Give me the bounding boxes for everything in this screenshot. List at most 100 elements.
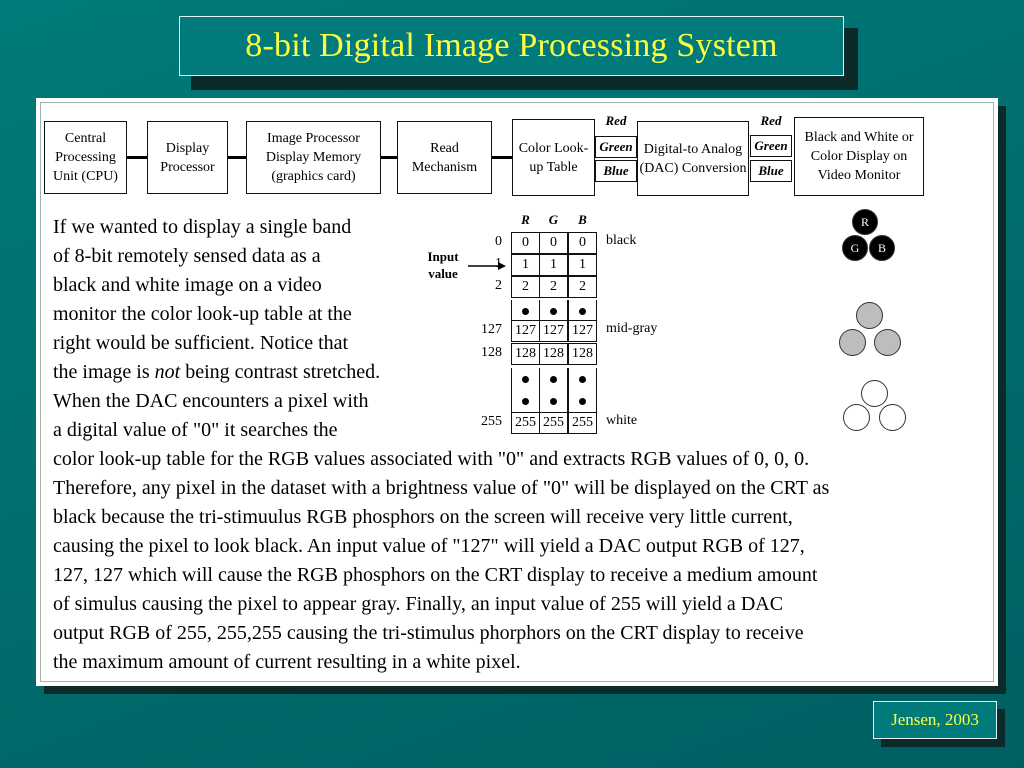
lut-input-index: 127 — [481, 322, 502, 337]
text-line: If we wanted to display a single band — [53, 216, 352, 238]
dac-label: Digital-to Analog (DAC) Conversion — [639, 141, 747, 176]
lut-cell-value: 127 — [572, 323, 593, 338]
lut-cell-value: 0 — [579, 235, 586, 250]
lut-cell — [511, 390, 540, 412]
red-channel-label: Red — [750, 111, 792, 131]
lut-cell: 1 — [539, 254, 568, 276]
display-processor-box: Display Processor — [147, 121, 228, 194]
lut-cell: 255 — [539, 412, 568, 434]
lut-cell — [511, 368, 540, 390]
lut-cell: 127 — [511, 320, 540, 342]
lut-cell-value: 1 — [522, 257, 529, 272]
lut-row-label: mid-gray — [606, 321, 658, 336]
phosphor-b-label: B — [877, 240, 886, 255]
phosphor-g — [839, 329, 866, 356]
text-line: the maximum amount of current resulting … — [53, 651, 521, 673]
lut-cell-value: 255 — [543, 415, 564, 430]
emphasis-not: not — [154, 361, 181, 383]
lut-cell: 255 — [511, 412, 540, 434]
image-processor-box: Image Processor Display Memory (graphics… — [246, 121, 381, 194]
lut-cell-value: 128 — [572, 346, 593, 361]
phosphor-b — [874, 329, 901, 356]
lut-header-b: B — [578, 212, 587, 227]
lut-cell-value: 128 — [543, 346, 564, 361]
text-line: black and white image on a video — [53, 274, 322, 296]
ellipsis-dot-icon — [550, 397, 557, 405]
ellipsis-dot-icon — [522, 307, 529, 315]
ellipsis-dot-icon — [579, 397, 586, 405]
phosphor-g-label: G — [850, 240, 860, 255]
lut-cell-value: 128 — [515, 346, 536, 361]
lut-cell — [539, 368, 568, 390]
blue-channel-label: Blue — [750, 160, 792, 182]
red-channel-label: Red — [595, 111, 637, 131]
lut-cell — [511, 300, 540, 322]
panel-border — [40, 102, 994, 682]
text-line: color look-up table for the RGB values a… — [53, 448, 810, 470]
lut-header-r: R — [521, 212, 530, 227]
dac-box: Digital-to Analog (DAC) Conversion — [637, 121, 749, 196]
connector — [381, 156, 397, 159]
lut-cell: 0 — [568, 232, 597, 254]
text-line: When the DAC encounters a pixel with — [53, 390, 369, 412]
text-line: the image is not being contrast stretche… — [53, 358, 380, 387]
lut-cell: 2 — [539, 276, 568, 298]
text-line: causing the pixel to look black. An inpu… — [53, 535, 805, 557]
phosphor-r — [861, 380, 888, 407]
lut-cell: 1 — [511, 254, 540, 276]
phosphor-r — [856, 302, 883, 329]
lut-cell-value: 2 — [579, 279, 586, 294]
monitor-label: Black and White or Color Display on Vide… — [804, 130, 914, 183]
cpu-label: Central Processing Unit (CPU) — [53, 131, 118, 184]
text-line: a digital value of "0" it searches the — [53, 419, 338, 441]
text-fragment: the image is — [53, 361, 155, 383]
blue-channel-label: Blue — [595, 160, 637, 182]
text-line: output RGB of 255, 255,255 causing the t… — [53, 622, 804, 644]
lut-cell-value: 0 — [522, 235, 529, 250]
text-line: black because the tri-stimuulus RGB phos… — [53, 506, 793, 528]
lut-label: Color Look-up Table — [518, 140, 589, 175]
input-value-label: Input value — [427, 249, 459, 281]
lut-cell-value: 0 — [550, 235, 557, 250]
phosphor-g: G — [842, 235, 868, 261]
ellipsis-dot-icon — [579, 307, 586, 315]
read-mechanism-box: Read Mechanism — [397, 121, 492, 194]
lut-cell: 2 — [511, 276, 540, 298]
lut-cell — [568, 300, 597, 322]
lut-header-g: G — [548, 212, 559, 227]
lut-cell: 2 — [568, 276, 597, 298]
lut-cell: 127 — [539, 320, 568, 342]
title-box: 8-bit Digital Image Processing System — [179, 16, 844, 76]
lut-input-index: 0 — [495, 234, 502, 249]
lut-cell-value: 127 — [543, 323, 564, 338]
lut-cell: 0 — [539, 232, 568, 254]
lut-cell — [568, 390, 597, 412]
ellipsis-dot-icon — [522, 397, 529, 405]
lut-cell: 128 — [539, 343, 568, 365]
ellipsis-dot-icon — [579, 375, 586, 383]
lut-cell: 128 — [511, 343, 540, 365]
lut-cell-value: 2 — [550, 279, 557, 294]
image-processor-label: Image Processor Display Memory (graphics… — [265, 131, 362, 184]
lut-input-index: 2 — [495, 278, 502, 293]
lut-row-label: black — [606, 233, 637, 248]
lut-cell-value: 1 — [550, 257, 557, 272]
citation-footer: Jensen, 2003 — [873, 701, 997, 739]
read-mechanism-label: Read Mechanism — [411, 140, 478, 175]
ellipsis-dot-icon — [550, 307, 557, 315]
lut-cell: 128 — [568, 343, 597, 365]
lut-cell: 255 — [568, 412, 597, 434]
phosphor-g — [843, 404, 870, 431]
lut-input-index: 1 — [495, 256, 502, 271]
content-panel: Central Processing Unit (CPU) Display Pr… — [36, 98, 998, 686]
text-line: of 8-bit remotely sensed data as a — [53, 245, 321, 267]
lut-row-label: white — [606, 413, 638, 428]
cpu-box: Central Processing Unit (CPU) — [44, 121, 127, 194]
connector — [127, 156, 147, 159]
lut-cell-value: 1 — [579, 257, 586, 272]
slide-title: 8-bit Digital Image Processing System — [245, 27, 778, 64]
citation-text: Jensen, 2003 — [891, 710, 979, 729]
connector — [492, 156, 512, 159]
input-arrow-icon — [468, 258, 506, 276]
lut-cell-value: 255 — [572, 415, 593, 430]
